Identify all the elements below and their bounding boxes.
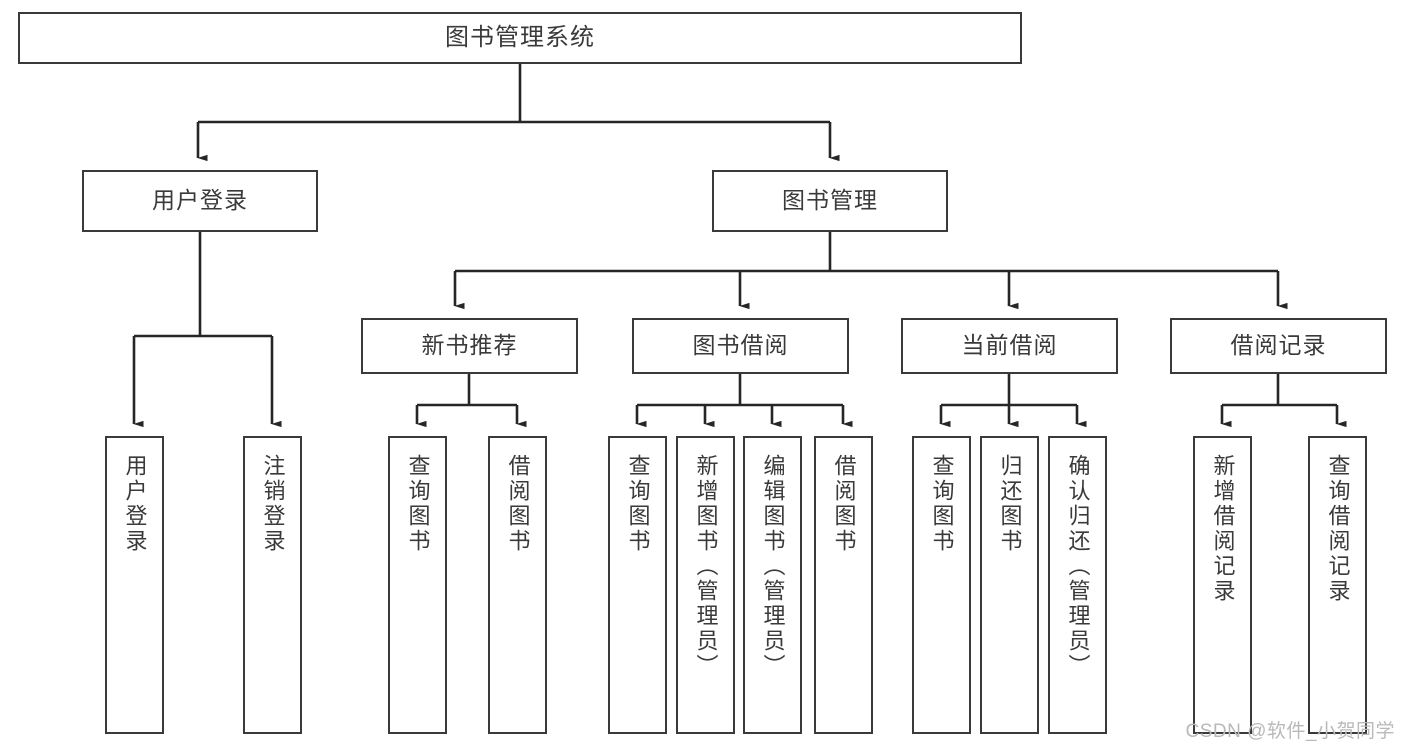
node-label: 查询图书	[625, 454, 651, 554]
leaf-logout[interactable]: 注销登录	[243, 436, 302, 734]
node-label: 图书借阅	[692, 332, 789, 359]
leaf-query-book-1[interactable]: 查询图书	[388, 436, 447, 734]
leaf-user-login[interactable]: 用户登录	[105, 436, 164, 734]
node-label: 新书推荐	[421, 332, 518, 359]
node-label: 当前借阅	[961, 332, 1058, 359]
node-label: 查询借阅记录	[1325, 454, 1351, 604]
node-borrow-record[interactable]: 借阅记录	[1170, 318, 1387, 374]
leaf-confirm-return[interactable]: 确认归还（管理员）	[1048, 436, 1107, 734]
node-label: 编辑图书（管理员）	[760, 454, 786, 679]
node-label: 图书管理	[782, 187, 878, 214]
leaf-add-record[interactable]: 新增借阅记录	[1193, 436, 1252, 734]
leaf-return-book[interactable]: 归还图书	[980, 436, 1039, 734]
node-root-system[interactable]: 图书管理系统	[18, 12, 1022, 64]
leaf-add-book[interactable]: 新增图书（管理员）	[676, 436, 735, 734]
node-book-manage[interactable]: 图书管理	[712, 170, 948, 232]
leaf-query-book-2[interactable]: 查询图书	[608, 436, 667, 734]
node-label: 新增图书（管理员）	[693, 454, 719, 679]
node-label: 借阅图书	[831, 454, 857, 554]
node-label: 用户登录	[152, 187, 248, 214]
leaf-borrow-book-1[interactable]: 借阅图书	[488, 436, 547, 734]
node-label: 用户登录	[122, 454, 148, 554]
leaf-edit-book[interactable]: 编辑图书（管理员）	[743, 436, 802, 734]
leaf-query-record[interactable]: 查询借阅记录	[1308, 436, 1367, 734]
node-user-login[interactable]: 用户登录	[82, 170, 318, 232]
node-current-borrow[interactable]: 当前借阅	[901, 318, 1118, 374]
node-book-borrow[interactable]: 图书借阅	[632, 318, 849, 374]
node-label: 确认归还（管理员）	[1065, 454, 1091, 679]
node-label: 查询图书	[405, 454, 431, 554]
leaf-borrow-book-2[interactable]: 借阅图书	[814, 436, 873, 734]
node-label: 归还图书	[997, 454, 1023, 554]
node-label: 注销登录	[260, 454, 286, 554]
node-label: 新增借阅记录	[1210, 454, 1236, 604]
node-new-book-rec[interactable]: 新书推荐	[361, 318, 578, 374]
node-label: 借阅图书	[505, 454, 531, 554]
node-label: 图书管理系统	[445, 23, 595, 51]
node-label: 借阅记录	[1230, 332, 1327, 359]
node-label: 查询图书	[929, 454, 955, 554]
leaf-query-book-3[interactable]: 查询图书	[912, 436, 971, 734]
